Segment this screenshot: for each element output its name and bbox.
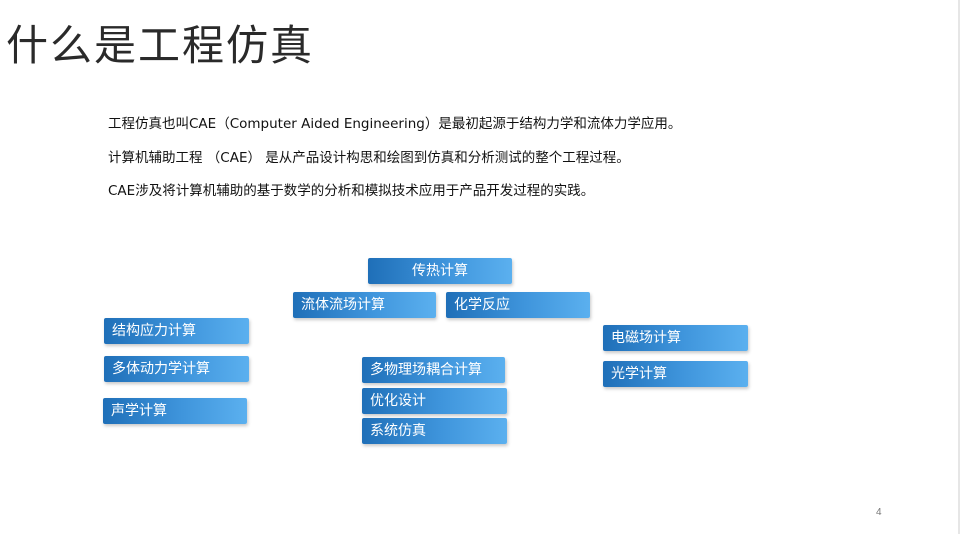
page-number: 4 bbox=[876, 507, 882, 518]
intro-paragraph-2: 计算机辅助工程 （CAE） 是从产品设计构思和绘图到仿真和分析测试的整个工程过程… bbox=[108, 150, 630, 166]
acoustics-box: 声学计算 bbox=[103, 398, 247, 424]
multibody-dynamics-box: 多体动力学计算 bbox=[104, 356, 249, 382]
multiphysics-coupling-box: 多物理场耦合计算 bbox=[362, 357, 505, 383]
intro-paragraph-3: CAE涉及将计算机辅助的基于数学的分析和模拟技术应用于产品开发过程的实践。 bbox=[108, 183, 595, 199]
intro-paragraph-1: 工程仿真也叫CAE（Computer Aided Engineering）是最初… bbox=[108, 116, 682, 132]
heat-transfer-box: 传热计算 bbox=[368, 258, 512, 284]
fluid-flow-box: 流体流场计算 bbox=[293, 292, 436, 318]
optics-box: 光学计算 bbox=[603, 361, 748, 387]
structural-stress-box: 结构应力计算 bbox=[104, 318, 249, 344]
optimization-design-box: 优化设计 bbox=[362, 388, 507, 414]
system-simulation-box: 系统仿真 bbox=[362, 418, 507, 444]
slide-title: 什么是工程仿真 bbox=[6, 21, 315, 70]
chemical-reaction-box: 化学反应 bbox=[446, 292, 590, 318]
slide-edge-divider bbox=[958, 0, 960, 534]
electromagnetic-box: 电磁场计算 bbox=[603, 325, 748, 351]
